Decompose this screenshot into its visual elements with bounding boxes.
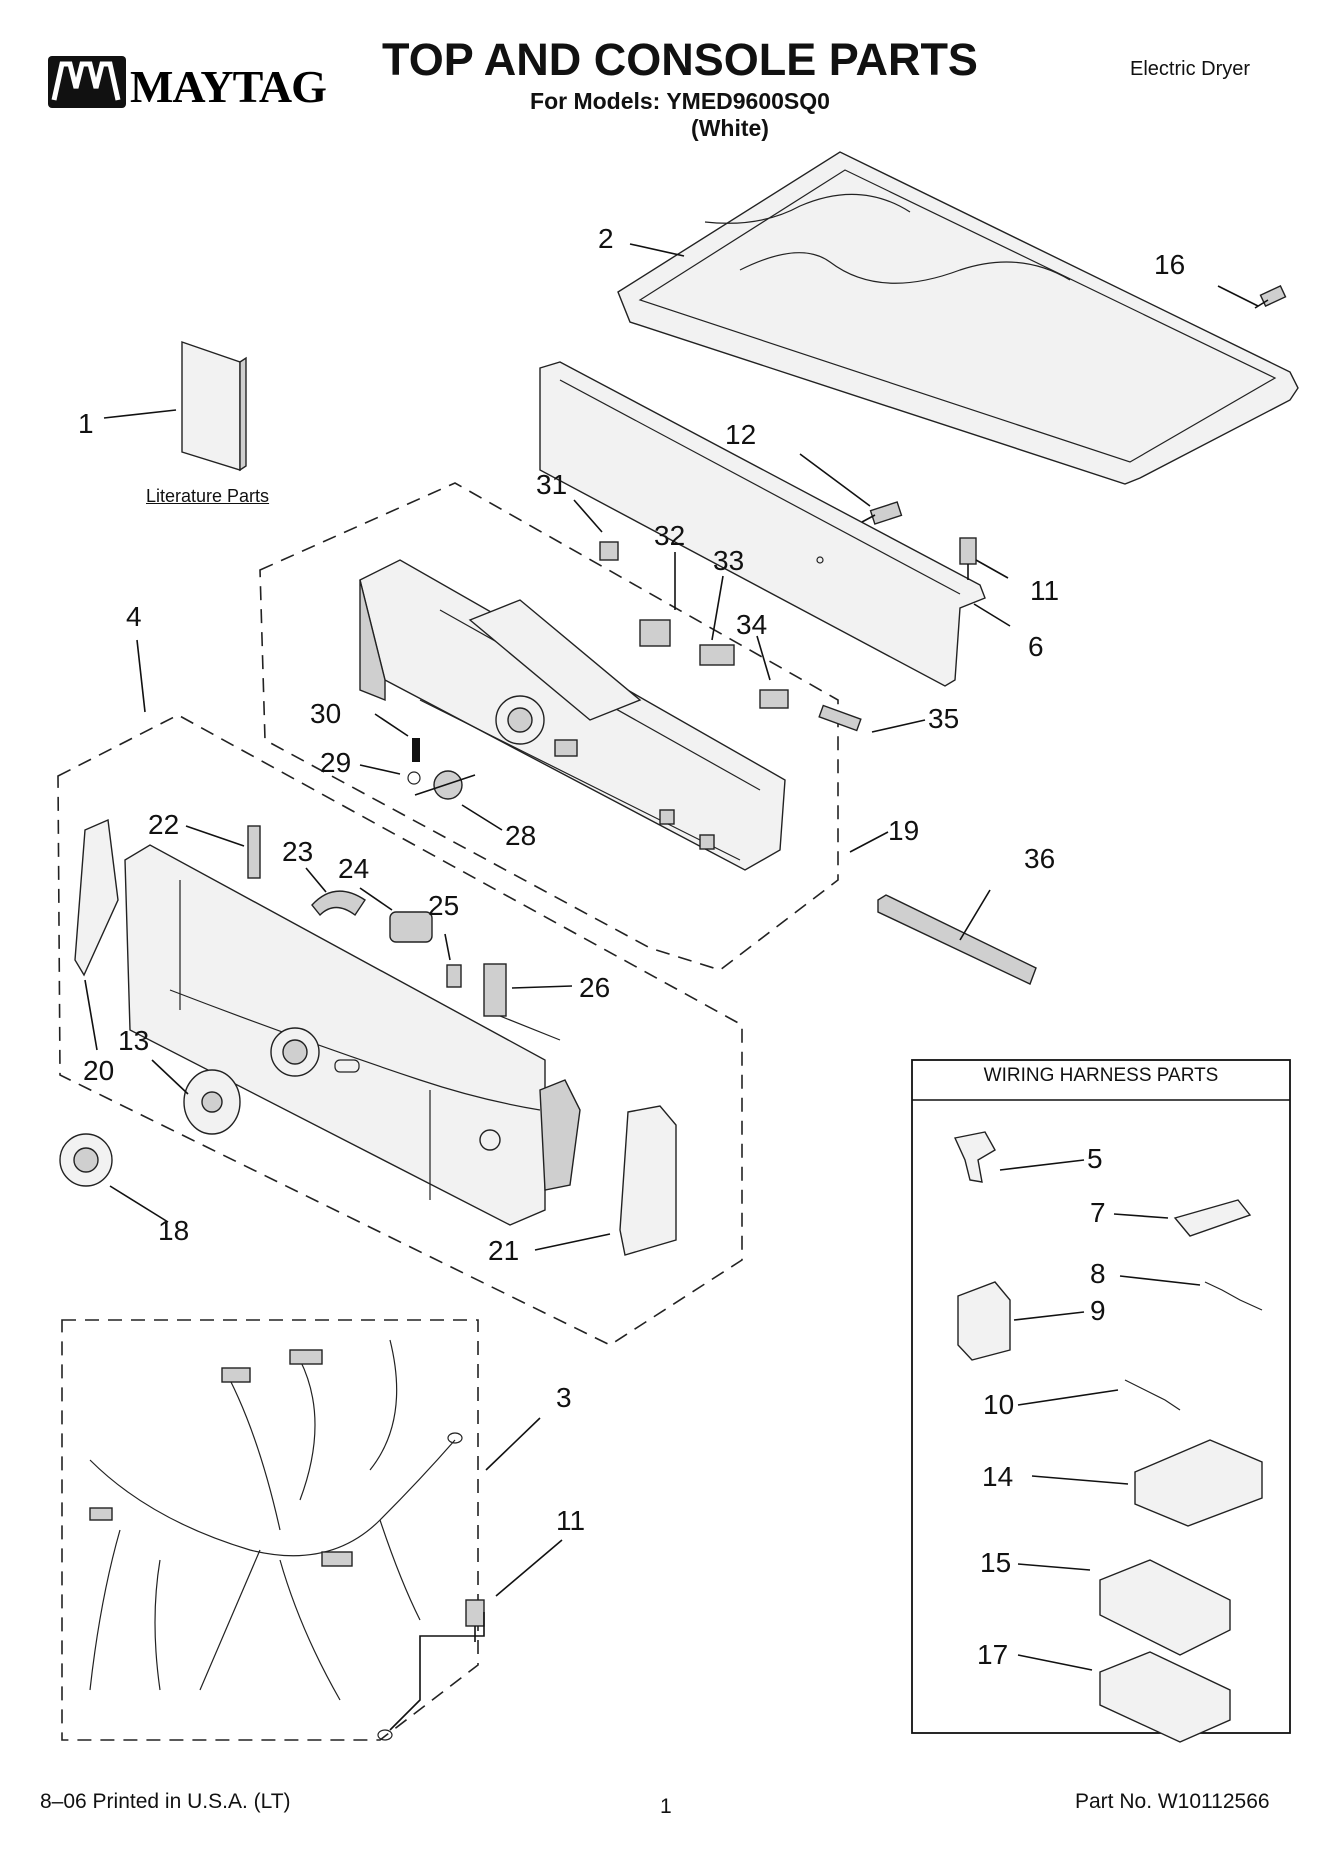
callout-labels: 1 2 3 4 5 6 7 8 9 10 11 11 12 13 14 15 1… (78, 223, 1185, 1670)
right-endcap-21 (619, 1105, 677, 1256)
leader-lines (84, 243, 1259, 1731)
switch-34 (759, 689, 789, 709)
callout-13: 13 (118, 1025, 149, 1056)
callout-35: 35 (928, 703, 959, 734)
callout-22: 22 (148, 809, 179, 840)
knob-18 (59, 1133, 113, 1187)
callout-11-top: 11 (1030, 575, 1059, 606)
display-window-24 (389, 911, 433, 943)
console-assembly-boundary (57, 714, 743, 1346)
encoder-28 (414, 770, 476, 800)
screw-11-top (959, 537, 977, 580)
wiring-harness-part (89, 1339, 463, 1741)
callout-33: 33 (713, 545, 744, 576)
rear-bracket-part (539, 361, 986, 687)
connector-35 (818, 704, 862, 732)
screw-12 (861, 501, 903, 525)
callout-23: 23 (282, 836, 313, 867)
control-assembly-boundary (259, 482, 839, 971)
housing-15 (1099, 1559, 1231, 1656)
callout-34: 34 (736, 609, 767, 640)
callout-5: 5 (1087, 1143, 1103, 1174)
terminal-10 (1124, 1379, 1181, 1411)
callout-14: 14 (982, 1461, 1013, 1492)
harness-boundary (61, 1319, 479, 1741)
wiring-harness-title: WIRING HARNESS PARTS (983, 1065, 1219, 1086)
callout-25: 25 (428, 890, 459, 921)
callout-26: 26 (579, 972, 610, 1003)
knob-seal-23 (311, 890, 366, 917)
callout-18: 18 (158, 1215, 189, 1246)
callout-12: 12 (725, 419, 756, 450)
housing-14 (1134, 1439, 1263, 1527)
color-variant: (White) (691, 115, 769, 141)
bracket-20b (539, 1079, 581, 1191)
callout-2: 2 (598, 223, 614, 254)
callout-36: 36 (1024, 843, 1055, 874)
housing-17 (1099, 1651, 1231, 1743)
clip-5 (953, 1131, 996, 1183)
strip-36 (877, 894, 1037, 985)
callout-7: 7 (1090, 1197, 1106, 1228)
page-title: TOP AND CONSOLE PARTS (382, 34, 978, 85)
callout-6: 6 (1028, 631, 1044, 662)
callout-16: 16 (1154, 249, 1185, 280)
callout-3: 3 (556, 1382, 572, 1413)
callout-32: 32 (654, 520, 685, 551)
callout-24: 24 (338, 853, 369, 884)
callout-9: 9 (1090, 1295, 1106, 1326)
callout-15: 15 (980, 1547, 1011, 1578)
led-strip-22 (247, 825, 261, 879)
callout-17: 17 (977, 1639, 1008, 1670)
console-panel-part (124, 844, 546, 1226)
led-25 (446, 964, 462, 988)
terminal-8 (1204, 1281, 1263, 1311)
callout-10: 10 (983, 1389, 1014, 1420)
knob-dial-13 (183, 1069, 241, 1135)
maytag-logo: MAYTAG (48, 52, 328, 112)
callout-20: 20 (83, 1055, 114, 1086)
callout-31: 31 (536, 469, 567, 500)
page-number: 1 (660, 1795, 672, 1818)
callout-29: 29 (320, 747, 351, 778)
bracket-31 (599, 541, 619, 561)
part-number: Part No. W10112566 (1075, 1790, 1270, 1813)
housing-7 (1173, 1199, 1252, 1237)
callout-1: 1 (78, 408, 94, 439)
wiring-harness-box (911, 1059, 1291, 1734)
top-panel-part (617, 151, 1299, 485)
spring-30 (412, 738, 420, 762)
callout-19: 19 (888, 815, 919, 846)
callout-30: 30 (310, 698, 341, 729)
left-endcap-20 (74, 818, 119, 977)
washer-29 (407, 771, 421, 785)
brand-name: MAYTAG (130, 61, 326, 112)
control-housing-part (359, 559, 786, 871)
callout-11-bottom: 11 (556, 1505, 585, 1536)
literature-booklet-part (181, 341, 247, 472)
callout-8: 8 (1090, 1258, 1106, 1289)
callout-21: 21 (488, 1235, 519, 1266)
switch-32 (639, 619, 671, 647)
led-26 (483, 963, 561, 1041)
print-info: 8–06 Printed in U.S.A. (LT) (40, 1790, 291, 1813)
maytag-m-icon: MAYTAG (48, 56, 327, 112)
callout-4: 4 (126, 601, 142, 632)
callout-28: 28 (505, 820, 536, 851)
product-type: Electric Dryer (1130, 58, 1251, 80)
switch-33 (699, 644, 735, 666)
housing-9 (957, 1281, 1011, 1361)
screw-16 (1254, 284, 1287, 309)
literature-parts-label: Literature Parts (146, 486, 270, 506)
model-subtitle: For Models: YMED9600SQ0 (530, 88, 830, 114)
